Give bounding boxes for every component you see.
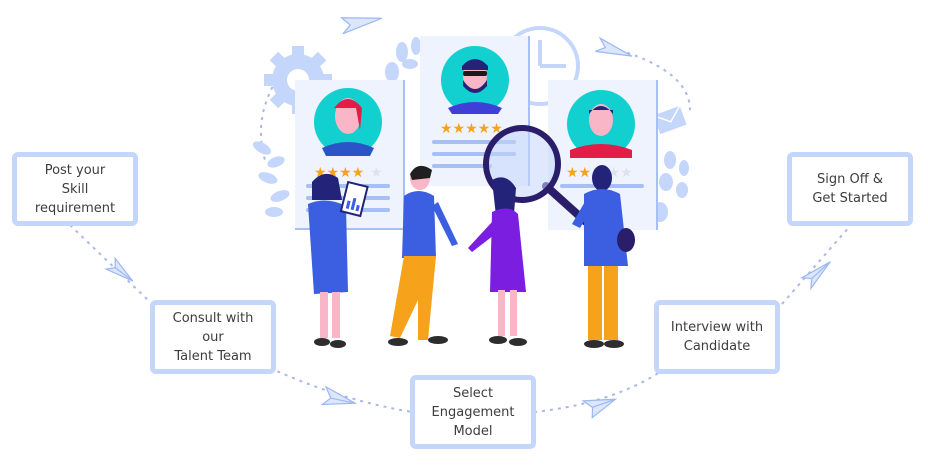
step-line: Interview with: [670, 320, 764, 335]
paper-plane-icon: [595, 36, 633, 57]
woman-with-tablet: [308, 173, 369, 348]
paper-plane-icon: [320, 385, 358, 406]
paper-plane-icon: [339, 17, 382, 35]
svg-text:★: ★: [370, 165, 383, 181]
svg-text:★★: ★★: [566, 165, 591, 181]
paper-plane-icon: [581, 398, 618, 419]
man-with-magnifier: [572, 165, 635, 348]
envelope-icon: [653, 105, 687, 135]
step-line: Select: [452, 385, 494, 401]
step-line: Model: [453, 423, 493, 439]
step-line: Talent Team: [174, 348, 252, 364]
step-line: Candidate: [683, 339, 751, 354]
step-line: Sign Off &: [817, 172, 883, 187]
rating-stars: ★★★★★: [440, 121, 503, 137]
step-line: Skill requirement: [34, 181, 116, 216]
svg-text:★★★★★: ★★★★★: [440, 121, 503, 137]
step-line: Post your: [44, 162, 106, 178]
man-shaking-hands: [388, 165, 458, 346]
woman-shaking-hands: [468, 177, 527, 346]
step-line: Consult with our: [172, 310, 254, 345]
step-line: Get Started: [812, 191, 888, 206]
paper-plane-icon: [799, 261, 831, 291]
step-sign-off-get-started: Sign Off & Get Started: [787, 152, 913, 226]
paper-plane-icon: [104, 256, 134, 282]
step-line: Engagement: [431, 404, 515, 420]
